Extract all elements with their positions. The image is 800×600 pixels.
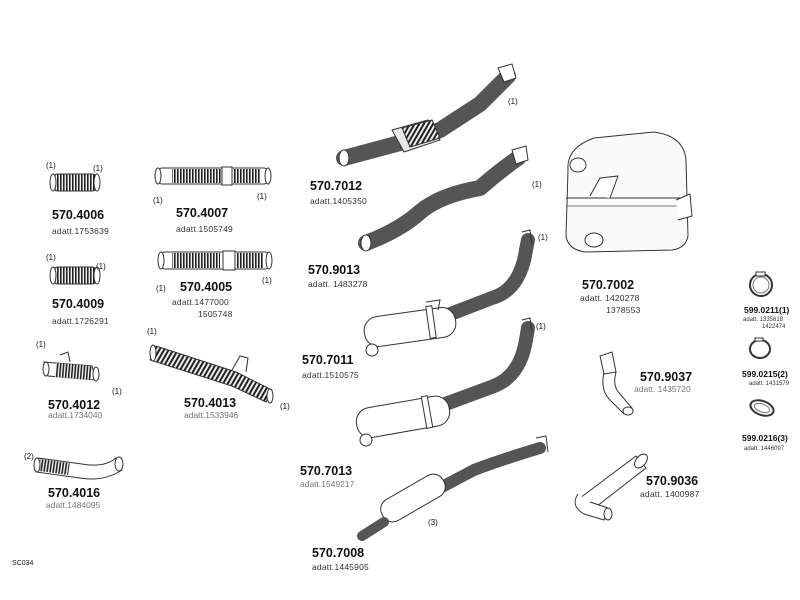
part-number-570-9013: 570.9013: [308, 263, 361, 277]
qty-label: (1): [153, 196, 163, 205]
adatt-570-4005: adatt.1477000: [172, 297, 229, 307]
part-570-9013-drawing: [358, 145, 529, 252]
part-number-570-9037: 570.9037: [640, 370, 693, 384]
adatt-570-7002: adatt. 1420278: [580, 293, 640, 303]
part-number-570-9036: 570.9036: [646, 474, 699, 488]
part-number-570-4005: 570.4005: [180, 280, 233, 294]
qty-label: (1): [96, 262, 106, 271]
adatt-570-9013: adatt. 1483278: [308, 279, 368, 289]
part-599-0216-drawing: [749, 399, 775, 417]
adatt-570-4005-alt: 1505748: [198, 309, 233, 319]
part-570-4006-drawing: [49, 173, 101, 192]
adatt-599-0215: adatt. 1431579: [749, 381, 790, 387]
part-599-0215-drawing: [749, 337, 771, 359]
adatt-599-0211: adatt. 1335618: [743, 317, 784, 323]
part-number-570-7002: 570.7002: [582, 278, 635, 292]
part-number-570-7013: 570.7013: [300, 464, 353, 478]
part-number-570-4009: 570.4009: [52, 297, 105, 311]
part-570-4016-drawing: [33, 456, 124, 480]
part-number-599-0215: 599.0215(2): [742, 369, 788, 379]
qty-label: (2): [24, 452, 34, 461]
adatt-570-7012: adatt.1405350: [310, 196, 367, 206]
part-570-7011-drawing: [363, 229, 535, 357]
part-570-7008-drawing: [357, 435, 549, 541]
qty-label: (1): [156, 284, 166, 293]
part-570-7002-drawing: [565, 131, 693, 253]
part-570-4013-drawing: [149, 344, 274, 404]
part-number-570-7008: 570.7008: [312, 546, 365, 560]
part-570-4009-drawing: [49, 266, 101, 285]
adatt-570-7013: adatt.1549217: [300, 479, 355, 489]
diagram-code: SC034: [12, 560, 34, 567]
qty-label: (1): [508, 97, 518, 106]
part-570-4005-drawing: [157, 250, 273, 271]
adatt-570-4006: adatt.1753639: [52, 226, 109, 236]
adatt-599-0211-alt: 1422474: [762, 324, 786, 330]
adatt-570-4007: adatt.1505749: [176, 224, 233, 234]
part-570-4012-drawing: [42, 351, 100, 382]
adatt-570-4012: adatt.1734040: [48, 410, 103, 420]
part-number-570-4016: 570.4016: [48, 486, 101, 500]
adatt-570-9036: adatt. 1400987: [640, 489, 700, 499]
part-number-570-4012: 570.4012: [48, 398, 101, 412]
adatt-570-7008: adatt.1445905: [312, 562, 369, 572]
part-number-570-7012: 570.7012: [310, 179, 363, 193]
qty-label: (1): [538, 233, 548, 242]
part-number-570-4007: 570.4007: [176, 206, 229, 220]
part-number-570-7011: 570.7011: [302, 353, 354, 367]
qty-label: (1): [93, 164, 103, 173]
adatt-570-9037: adatt. 1435720: [634, 384, 691, 394]
part-number-570-4013: 570.4013: [184, 396, 237, 410]
part-599-0211-drawing: [749, 271, 773, 297]
adatt-570-7002-alt: 1378553: [606, 305, 641, 315]
qty-label: (1): [536, 322, 546, 331]
qty-label: (1): [46, 253, 56, 262]
adatt-599-0216: adatt. 1446097: [744, 446, 785, 452]
part-number-599-0211: 599.0211(1): [744, 305, 790, 315]
adatt-570-4013: adatt.1533946: [184, 410, 239, 420]
qty-label: (1): [532, 180, 542, 189]
part-number-599-0216: 599.0216(3): [742, 433, 788, 443]
part-570-9037-drawing: [599, 351, 634, 416]
qty-label: (1): [280, 402, 290, 411]
adatt-570-4016: adatt.1484095: [46, 500, 101, 510]
part-570-4007-drawing: [154, 166, 272, 186]
qty-label: (3): [428, 518, 438, 527]
part-570-7013-drawing: [355, 317, 535, 447]
qty-label: (1): [147, 327, 157, 336]
qty-label: (1): [262, 276, 272, 285]
qty-label: (1): [112, 387, 122, 396]
adatt-570-4009: adatt.1726291: [52, 316, 109, 326]
part-number-570-4006: 570.4006: [52, 208, 105, 222]
part-570-9036-drawing: [574, 453, 648, 521]
qty-label: (1): [36, 340, 46, 349]
qty-label: (1): [257, 192, 267, 201]
qty-label: (1): [46, 161, 56, 170]
adatt-570-7011: adatt.1510575: [302, 370, 359, 380]
part-570-7012-drawing: [336, 63, 517, 167]
